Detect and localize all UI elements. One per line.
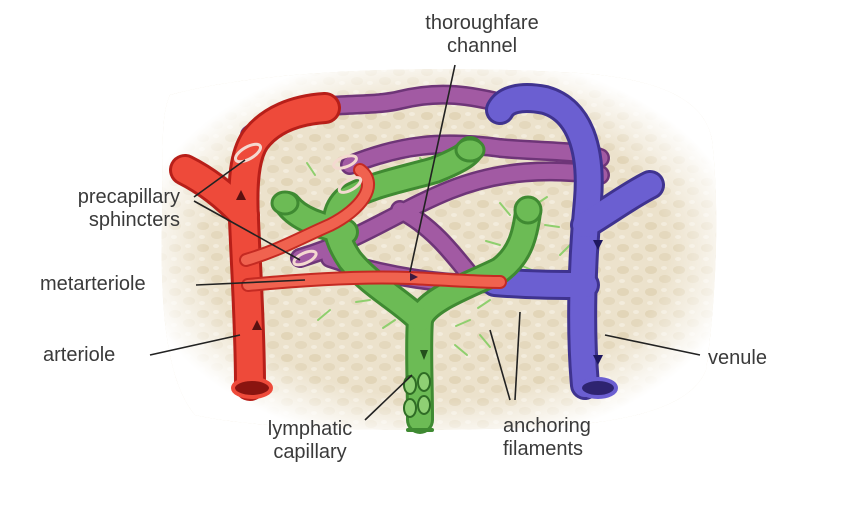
label-line: sphincters: [88, 209, 180, 231]
label-lymphatic-capillary: lymphatic capillary: [235, 418, 385, 464]
label-anchoring-filaments: anchoring filaments: [503, 415, 591, 461]
label-line: venule: [708, 347, 767, 369]
label-line: thoroughfare: [425, 12, 539, 34]
flow-arrows: [236, 190, 603, 365]
venule-drawing: [480, 83, 665, 400]
precapillary-sphincter-rings: [234, 142, 363, 267]
arteriole-drawing: [169, 92, 507, 401]
label-line: metarteriole: [40, 273, 146, 295]
label-venule: venule: [708, 347, 767, 370]
label-line: filaments: [503, 438, 584, 460]
label-metarteriole: metarteriole: [40, 273, 146, 296]
label-precapillary-sphincters: precapillary sphincters: [20, 186, 180, 232]
label-line: capillary: [273, 441, 347, 463]
leader-lines: [149, 64, 701, 421]
label-thoroughfare-channel: thoroughfare channel: [412, 12, 552, 58]
label-line: precapillary: [77, 186, 180, 208]
label-line: anchoring: [503, 415, 591, 437]
label-line: lymphatic: [267, 418, 353, 440]
label-arteriole: arteriole: [43, 344, 115, 367]
label-line: channel: [446, 35, 518, 57]
label-line: arteriole: [43, 344, 116, 366]
